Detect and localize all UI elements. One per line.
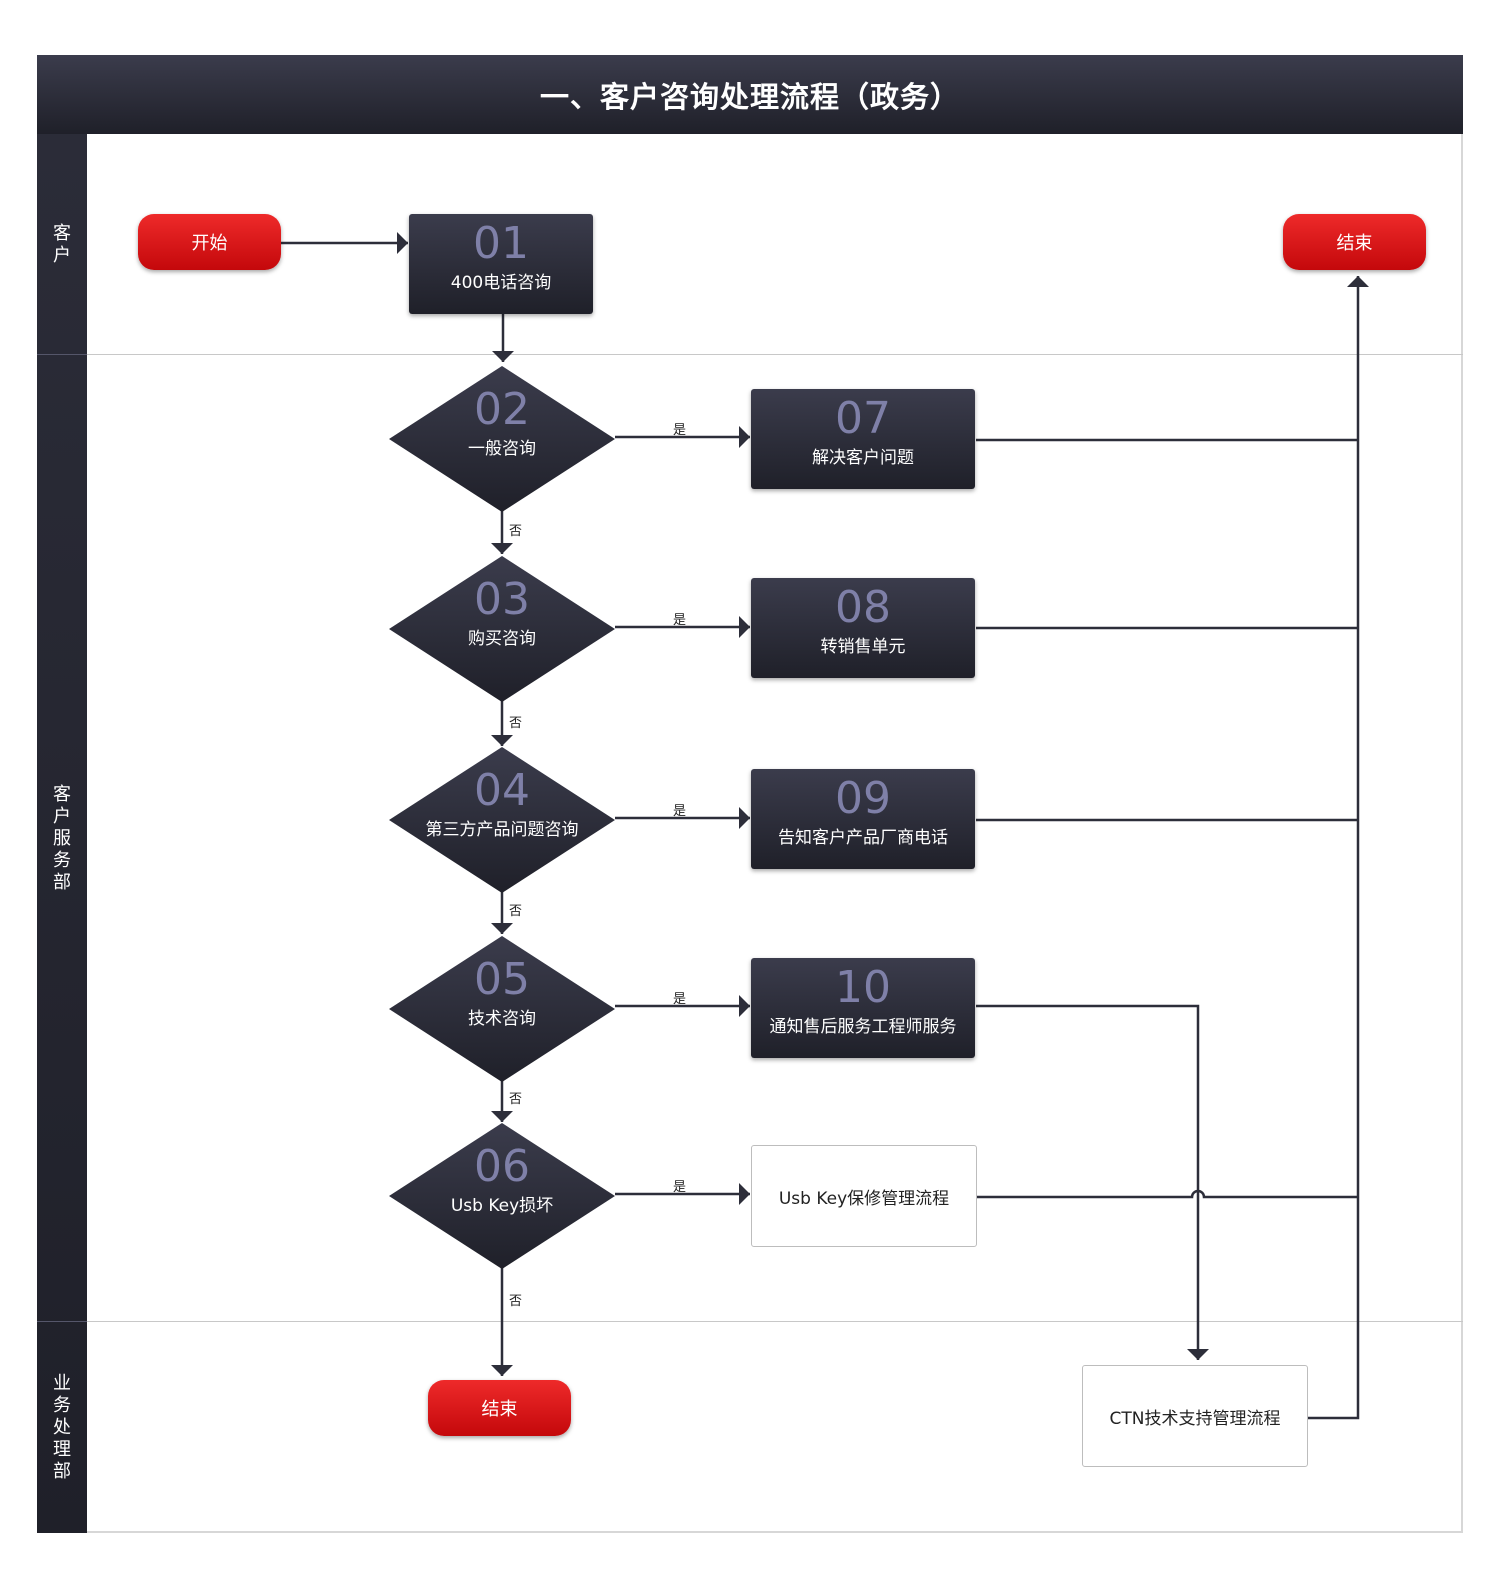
step-number: 09 [835,773,891,824]
diamond-shape [389,556,615,702]
end-terminal-top[interactable]: 结束 [1283,214,1426,270]
step-label: 转销售单元 [820,637,906,657]
lane-divider [37,1321,87,1322]
step-label: 第三方产品问题咨询 [425,820,579,840]
step-number: 02 [474,384,530,435]
step-label: Usb Key保修管理流程 [778,1188,950,1209]
connector-10-ctn [976,1004,1209,1360]
diagram-frame [37,55,1463,1533]
lane-header-column [37,134,87,1533]
step-03-decision[interactable]: 03 购买咨询 [389,556,615,702]
step-04-decision[interactable]: 04 第三方产品问题咨询 [389,747,615,893]
step-07-box[interactable]: 07 解决客户问题 [751,389,975,489]
no-label: 否 [509,1294,523,1309]
step-10-box[interactable]: 10 通知售后服务工程师服务 [751,958,975,1058]
step-label: 技术咨询 [468,1009,536,1029]
step-label: 通知售后服务工程师服务 [769,1017,957,1037]
step-09-box[interactable]: 09 告知客户产品厂商电话 [751,769,975,869]
diamond-shape [389,366,615,512]
step-08-box[interactable]: 08 转销售单元 [751,578,975,678]
lane-divider [87,1321,1463,1322]
no-label: 否 [509,904,523,919]
yes-label: 是 [673,423,687,438]
yes-label: 是 [673,613,687,628]
step-number: 01 [473,218,529,269]
step-label: 400电话咨询 [450,273,552,293]
step-label: 购买咨询 [468,629,536,649]
diamond-shape [389,1123,615,1269]
step-label: 一般咨询 [468,439,536,459]
yes-label: 是 [673,1180,687,1195]
step-label: 告知客户产品厂商电话 [778,828,948,848]
step-number: 03 [474,574,530,625]
step-label: CTN技术支持管理流程 [1109,1408,1281,1429]
usbkey-process-box[interactable]: Usb Key保修管理流程 [751,1145,977,1247]
step-number: 07 [835,393,891,444]
diagram-title: 一、客户咨询处理流程（政务） [37,55,1463,134]
step-number: 08 [835,582,891,633]
end-terminal-bottom[interactable]: 结束 [428,1380,571,1436]
no-label: 否 [509,524,523,539]
step-number: 05 [474,954,530,1005]
yes-label: 是 [673,992,687,1007]
step-number: 06 [474,1141,530,1192]
no-label: 否 [509,716,523,731]
yes-label: 是 [673,804,687,819]
step-05-decision[interactable]: 05 技术咨询 [389,936,615,1082]
lane-divider [87,354,1463,355]
connector-ctn-end [1308,276,1369,1420]
connector-usbkey-return [976,1189,1358,1199]
diamond-shape [389,936,615,1082]
step-number: 10 [835,962,891,1013]
diamond-shape [389,747,615,893]
step-number: 04 [474,765,530,816]
no-label: 否 [509,1092,523,1107]
lane-label-customer: 客户 [53,222,71,266]
lane-label-customer-service: 客户服务部 [53,783,71,893]
lane-divider [37,354,87,355]
step-label: Usb Key损坏 [450,1196,554,1216]
start-terminal[interactable]: 开始 [138,214,281,270]
ctn-process-box[interactable]: CTN技术支持管理流程 [1082,1365,1308,1467]
step-label: 解决客户问题 [812,448,914,468]
step-02-decision[interactable]: 02 一般咨询 [389,366,615,512]
step-01-box[interactable]: 01 400电话咨询 [409,214,593,314]
lane-label-business: 业务处理部 [53,1372,71,1482]
